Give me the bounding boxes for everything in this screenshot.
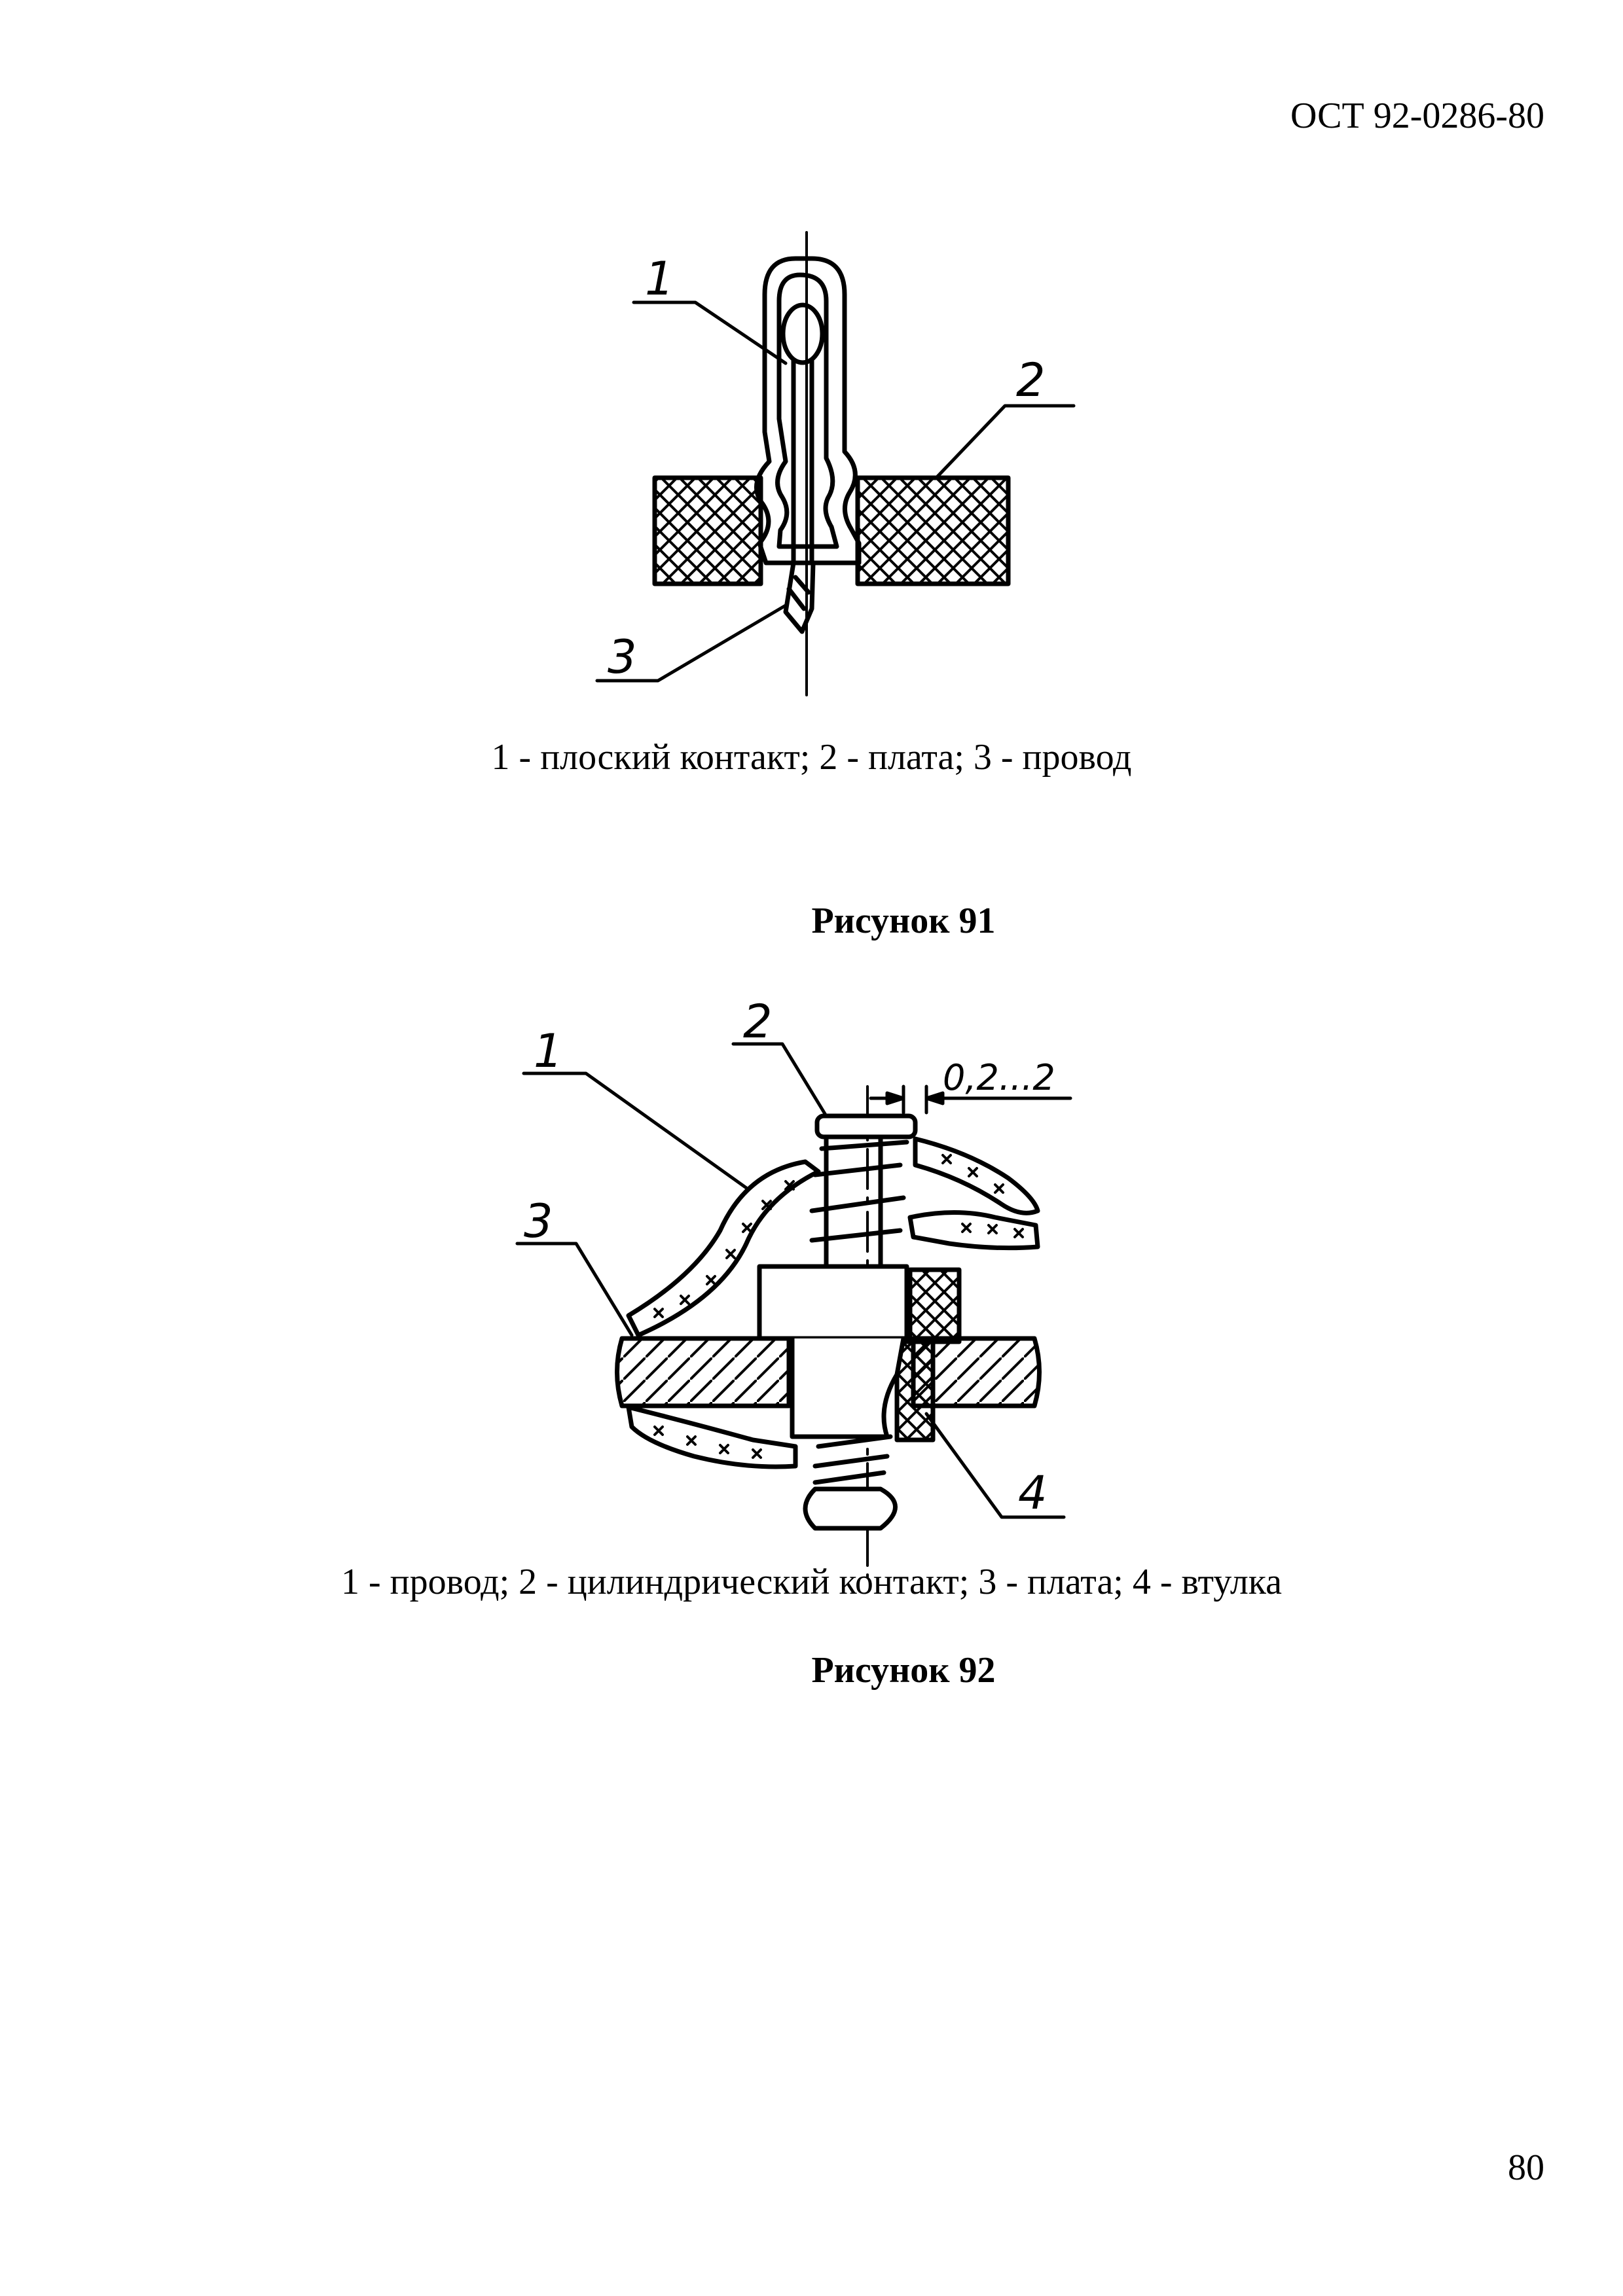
fig92-dimension-arrows	[885, 1091, 945, 1105]
fig91-leader-1	[632, 300, 788, 365]
fig92-leader-2	[731, 1042, 828, 1118]
fig91-board-right	[855, 475, 1011, 586]
fig91-wire-loop	[780, 302, 825, 365]
fig92-label-4: 4	[1018, 1466, 1048, 1520]
page-number: 80	[1508, 2147, 1544, 2188]
fig92-spring-lower	[812, 1434, 893, 1485]
fig91-board-left	[652, 475, 763, 586]
fig92-board-right	[911, 1336, 1042, 1408]
fig92-contact-body	[757, 1264, 909, 1341]
figure-92-drawing	[515, 1042, 1072, 1579]
document-code: ОСТ 92-0286-80	[1290, 96, 1544, 136]
fig92-bushing-upper	[907, 1267, 962, 1344]
fig92-wire-right-upper-2	[907, 1210, 1040, 1251]
fig91-wire	[783, 357, 816, 634]
fig92-leader-3	[515, 1242, 634, 1337]
fig92-dimension-text: 0,2...2	[943, 1057, 1055, 1098]
figure-91-title: Рисунок 91	[811, 901, 996, 941]
fig92-contact-stem	[790, 1336, 906, 1439]
figure-92-title: Рисунок 92	[811, 1650, 996, 1691]
fig92-label-1: 1	[534, 1024, 563, 1078]
fig92-spring-upper	[809, 1134, 909, 1269]
fig91-label-2: 2	[1016, 353, 1046, 407]
fig91-leader-3	[595, 603, 788, 683]
fig92-leader-4	[924, 1412, 1066, 1519]
fig92-board-left	[615, 1336, 792, 1408]
fig92-label-3: 3	[524, 1194, 553, 1248]
fig91-contact-inner	[775, 272, 839, 549]
fig92-nut	[803, 1486, 898, 1531]
fig92-wire-left-upper	[626, 1159, 821, 1338]
figure-92-caption: 1 - провод; 2 - цилиндрический контакт; …	[341, 1562, 1282, 1602]
fig91-label-3: 3	[608, 630, 637, 684]
fig91-wire-end	[786, 575, 811, 611]
fig92-bushing-lower	[894, 1339, 936, 1443]
fig92-wire-left-lower	[626, 1405, 798, 1469]
figure-91-caption: 1 - плоский контакт; 2 - плата; 3 - пров…	[491, 737, 1132, 778]
fig92-leader-1	[522, 1071, 748, 1190]
fig92-label-2: 2	[743, 995, 773, 1049]
figure-91-drawing	[595, 231, 1076, 696]
fig91-flat-contact	[754, 256, 862, 565]
fig91-leader-2	[934, 404, 1076, 480]
fig91-label-1: 1	[645, 252, 674, 306]
fig92-wire-marks	[653, 1154, 1024, 1459]
fig92-contact-cap	[814, 1113, 918, 1139]
fig92-wire-right-upper-1	[913, 1136, 1040, 1215]
